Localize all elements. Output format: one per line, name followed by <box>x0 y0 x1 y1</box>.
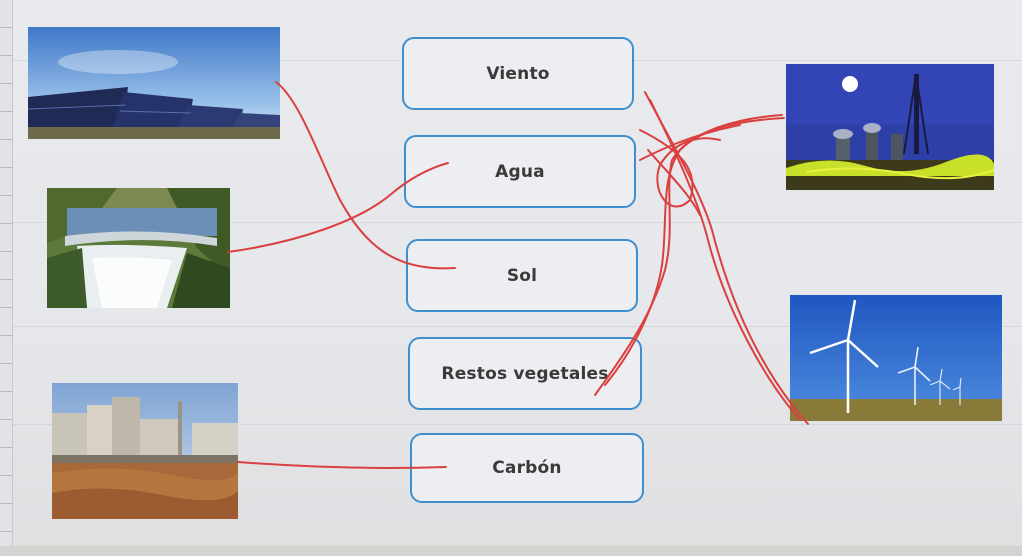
word-label-viento: Viento <box>486 63 550 84</box>
paper-line <box>12 326 1022 327</box>
word-box-carbon[interactable]: Carbón <box>410 433 644 503</box>
paper-line <box>12 424 1022 425</box>
word-box-viento[interactable]: Viento <box>402 37 634 110</box>
dam-waterfall-photo <box>47 188 230 308</box>
page-bottom-strip <box>0 546 1022 556</box>
solar-panels-photo <box>28 27 280 139</box>
wind-turbines-photo <box>790 295 1002 421</box>
line-viento-to-wind <box>644 91 809 425</box>
scribble-cross-2 <box>647 149 701 216</box>
word-label-agua: Agua <box>495 161 545 182</box>
word-label-restos-vegetales: Restos vegetales <box>441 363 609 384</box>
notebook-ruled-edge <box>0 0 13 556</box>
biomass-plant-night-photo <box>786 64 994 190</box>
word-label-sol: Sol <box>506 265 538 286</box>
word-box-restos-vegetales[interactable]: Restos vegetales <box>408 337 642 410</box>
scribble-cross-3 <box>639 124 741 161</box>
coal-power-plant-photo <box>52 383 238 519</box>
word-box-sol[interactable]: Sol <box>406 239 638 312</box>
paper-line <box>12 222 1022 223</box>
word-box-agua[interactable]: Agua <box>404 135 636 208</box>
word-label-carbon: Carbón <box>492 458 562 478</box>
line-viento-to-wind-stroke2 <box>649 99 801 421</box>
scribble-cross <box>639 129 721 208</box>
